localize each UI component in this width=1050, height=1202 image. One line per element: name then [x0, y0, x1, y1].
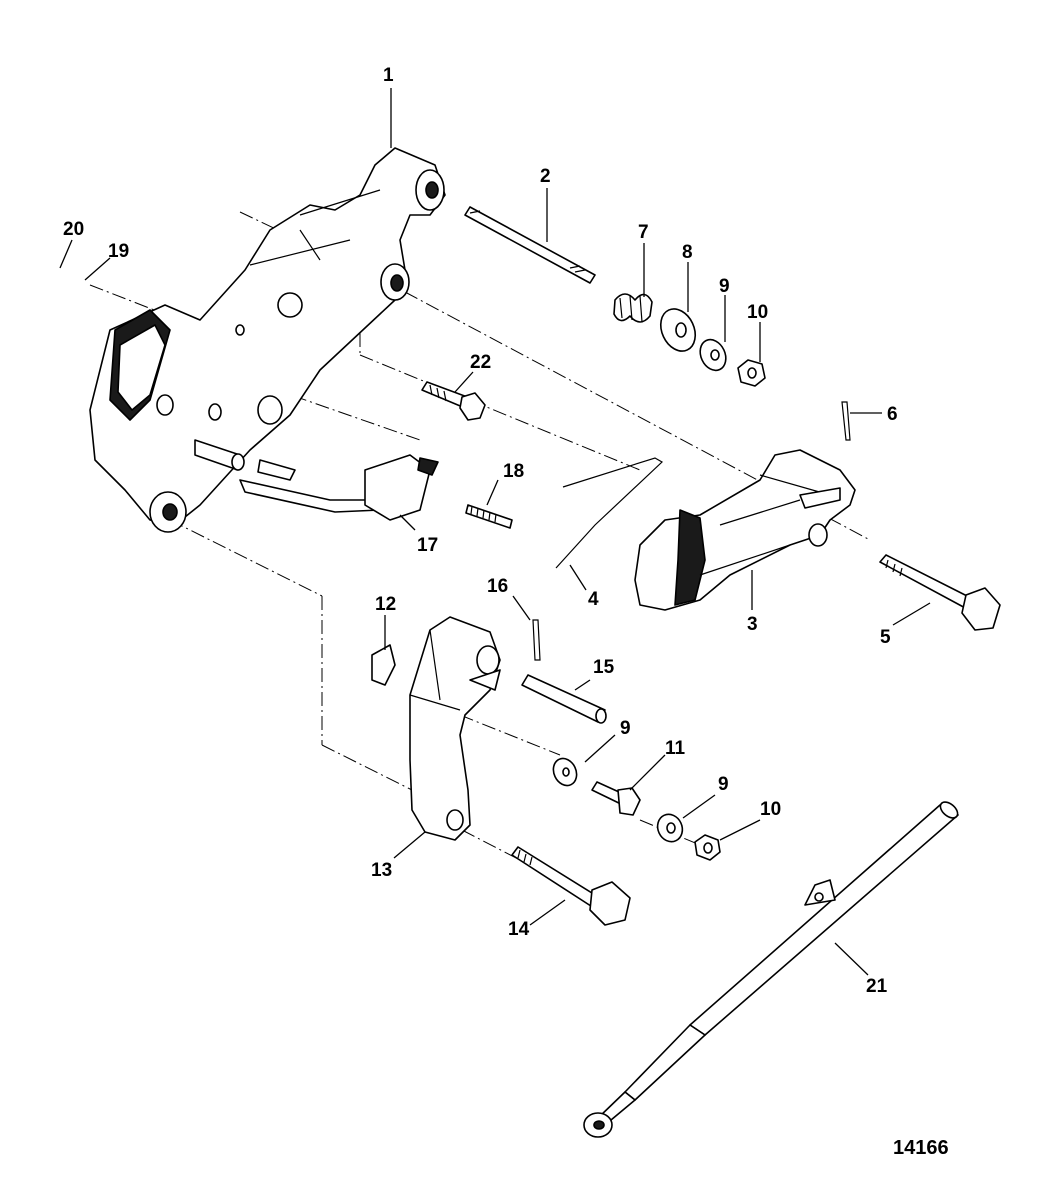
- callout-2: 2: [540, 166, 551, 187]
- callout-10-upper: 10: [747, 302, 768, 323]
- callout-17: 17: [417, 535, 438, 556]
- callout-18: 18: [503, 461, 524, 482]
- part-6-cotter-pin: [841, 401, 851, 441]
- part-2-stud: [464, 206, 596, 284]
- callout-14: 14: [508, 919, 530, 940]
- part-14-bolt: [511, 846, 631, 926]
- callout-5: 5: [880, 627, 891, 648]
- figure-number: 14166: [893, 1137, 949, 1159]
- part-3-lever: [634, 449, 856, 611]
- callout-6: 6: [887, 404, 898, 425]
- callout-15: 15: [593, 657, 615, 678]
- part-16-cotter-pin: [532, 619, 541, 661]
- callout-7: 7: [638, 222, 649, 243]
- callout-11: 11: [665, 738, 686, 759]
- part-9-washer-upper: [699, 338, 727, 372]
- callout-8: 8: [682, 242, 693, 263]
- part-9-washer-lower: [656, 813, 684, 843]
- callout-9-lower: 9: [718, 774, 729, 795]
- callout-10-lower: 10: [760, 799, 781, 820]
- part-4-wire-clip: [555, 457, 664, 569]
- part-7-spring: [613, 293, 653, 323]
- callout-13: 13: [371, 860, 392, 881]
- callout-1: 1: [383, 65, 394, 86]
- callout-3: 3: [747, 614, 758, 635]
- part-15-pin: [521, 674, 607, 724]
- callout-leaders: [59, 88, 931, 976]
- part-8-washer: [659, 308, 697, 352]
- callout-labels: 1 2 7 8 9 10 6 22 18 17 4 3 5 20 19 12 1…: [63, 65, 898, 997]
- part-12-clip: [371, 644, 396, 686]
- callout-9-upper: 9: [719, 276, 730, 297]
- part-11-screw: [591, 781, 641, 816]
- part-22-bolt: [421, 381, 486, 421]
- part-5-bolt: [879, 554, 1001, 631]
- part-21-rod: [583, 801, 959, 1138]
- callout-22: 22: [470, 352, 491, 373]
- part-10-nut-upper: [737, 359, 766, 387]
- part-13-link-arm: [409, 616, 501, 841]
- part-17-switch: [239, 454, 439, 521]
- callout-12: 12: [375, 594, 396, 615]
- callout-21: 21: [866, 976, 888, 997]
- part-1-bracket: [89, 147, 446, 533]
- part-9-washer-middle: [552, 757, 578, 787]
- callout-19: 19: [108, 241, 129, 262]
- callout-4: 4: [588, 589, 599, 610]
- callout-20: 20: [63, 219, 84, 240]
- callout-16: 16: [487, 576, 508, 597]
- callout-9-middle: 9: [620, 718, 631, 739]
- part-18-screw: [465, 504, 513, 529]
- part-10-nut-lower: [694, 834, 721, 861]
